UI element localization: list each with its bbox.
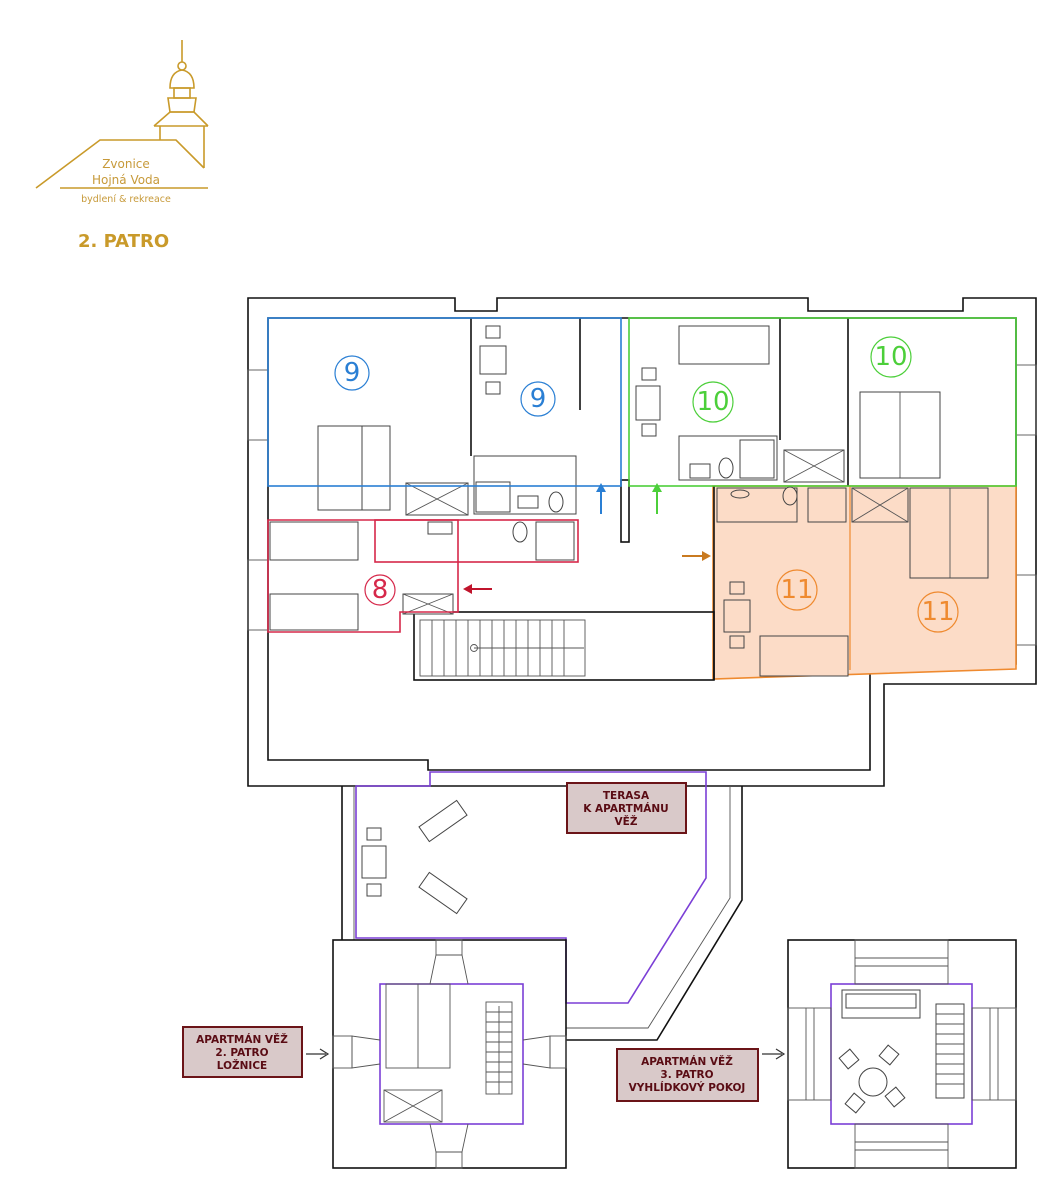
apartment-9-number: 9 [344, 358, 361, 388]
logo-line-3: bydlení & rekreace [81, 194, 171, 205]
label-vez2-line-3: LOŽNICE [217, 1059, 267, 1072]
label-vez2-line-2: 2. PATRO [215, 1047, 268, 1059]
apartment-10-number-2: 10 [696, 387, 729, 417]
entry-arrow-8 [463, 584, 492, 594]
apartment-8-number: 8 [372, 575, 389, 605]
apartment-9-outline [267, 317, 622, 487]
label-terasa-line-1: TERASA [603, 790, 650, 802]
label-vez3-line-1: APARTMÁN VĚŽ [641, 1055, 733, 1068]
label-vez2-line-1: APARTMÁN VĚŽ [196, 1033, 288, 1046]
apartment-10-number: 10 [874, 342, 907, 372]
label-terasa-line-2: K APARTMÁNU [583, 802, 668, 815]
apartment-10-outline [628, 317, 1017, 487]
logo-line-1: Zvonice [102, 157, 150, 171]
arrow-vez3 [762, 1048, 786, 1060]
label-terasa-line-3: VĚŽ [615, 815, 638, 828]
apartment-11-number-2: 11 [921, 597, 954, 627]
logo-line-2: Hojná Voda [92, 173, 160, 187]
label-terasa: TERASA K APARTMÁNU VĚŽ [566, 782, 687, 834]
apartment-9-number-2: 9 [530, 384, 547, 414]
entry-arrow-9 [596, 483, 606, 514]
terrace-and-tower [332, 771, 743, 1169]
entry-arrow-11 [682, 551, 711, 561]
floor-title: 2. PATRO [78, 231, 169, 252]
main-building [247, 297, 1037, 787]
arrow-vez2 [306, 1048, 330, 1060]
label-vez3-line-3: VYHLÍDKOVÝ POKOJ [629, 1081, 746, 1094]
logo: Zvonice Hojná Voda bydlení & rekreace [35, 40, 209, 205]
tower-3rd-floor [787, 939, 1017, 1169]
apartment-11-number: 11 [780, 575, 813, 605]
label-vez-2-patro: APARTMÁN VĚŽ 2. PATRO LOŽNICE [182, 1026, 303, 1078]
label-vez-3-patro: APARTMÁN VĚŽ 3. PATRO VYHLÍDKOVÝ POKOJ [616, 1048, 759, 1102]
apartment-numbers: 9 9 10 10 8 11 11 [334, 336, 959, 633]
label-vez3-line-2: 3. PATRO [660, 1069, 713, 1081]
entry-arrow-10 [652, 483, 662, 514]
